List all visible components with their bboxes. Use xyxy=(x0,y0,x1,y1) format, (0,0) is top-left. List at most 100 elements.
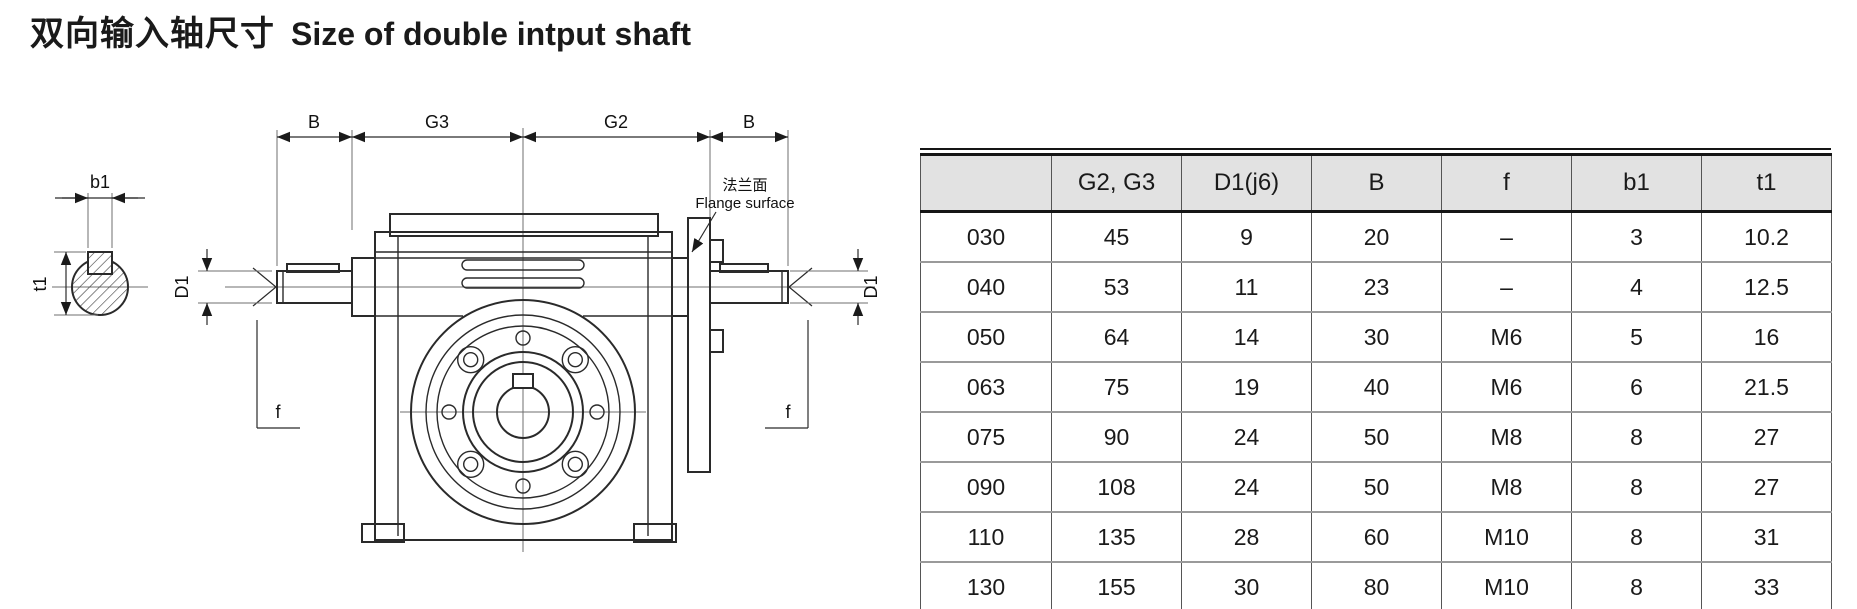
vent-slot xyxy=(461,277,585,289)
cell-t1: 12.5 xyxy=(1701,262,1832,313)
col-header-t1: t1 xyxy=(1701,154,1832,213)
cell-model: 090 xyxy=(920,462,1052,513)
cell-model: 030 xyxy=(920,211,1052,263)
table-row: 030 45 9 20 – 3 10.2 xyxy=(920,211,1832,263)
flange-note-en: Flange surface xyxy=(695,195,794,212)
cell-d1: 19 xyxy=(1181,362,1312,413)
dim-label-d1-left: D1 xyxy=(172,275,192,298)
cell-b: 23 xyxy=(1311,262,1442,313)
col-header-model xyxy=(920,154,1052,213)
dim-label-g3: G3 xyxy=(425,112,449,132)
cell-g2g3: 135 xyxy=(1051,512,1182,563)
bore-keyway xyxy=(512,373,534,389)
table-row: 040 53 11 23 – 4 12.5 xyxy=(920,262,1832,313)
cell-model: 040 xyxy=(920,262,1052,313)
flange-tab xyxy=(709,329,724,353)
dim-label-b-left: B xyxy=(308,112,320,132)
cell-t1: 21.5 xyxy=(1701,362,1832,413)
cell-model: 110 xyxy=(920,512,1052,563)
output-flange xyxy=(687,217,711,473)
cell-f: – xyxy=(1441,262,1572,313)
cell-f: M10 xyxy=(1441,512,1572,563)
gearbox-dimension-drawing: b1 t1 B G3 G2 B xyxy=(30,112,881,552)
cell-f: – xyxy=(1441,211,1572,263)
dim-label-f-left: f xyxy=(275,402,281,422)
cell-t1: 31 xyxy=(1701,512,1832,563)
cell-t1: 16 xyxy=(1701,312,1832,363)
cell-b1: 8 xyxy=(1571,412,1702,463)
cell-g2g3: 90 xyxy=(1051,412,1182,463)
table-row: 090 108 24 50 M8 8 27 xyxy=(920,462,1832,513)
housing-body xyxy=(374,231,673,541)
mounting-foot xyxy=(633,523,677,543)
mounting-foot xyxy=(361,523,405,543)
cell-g2g3: 45 xyxy=(1051,211,1182,263)
cell-f: M8 xyxy=(1441,462,1572,513)
cell-g2g3: 155 xyxy=(1051,562,1182,609)
dim-label-b1: b1 xyxy=(90,172,110,192)
cell-b: 50 xyxy=(1311,412,1442,463)
cell-b: 30 xyxy=(1311,312,1442,363)
col-header-f: f xyxy=(1441,154,1572,213)
col-header-d1: D1(j6) xyxy=(1181,154,1312,213)
cell-b1: 8 xyxy=(1571,512,1702,563)
table-row: 130 155 30 80 M10 8 33 xyxy=(920,562,1832,609)
col-header-g2g3: G2, G3 xyxy=(1051,154,1182,213)
cell-g2g3: 53 xyxy=(1051,262,1182,313)
cell-t1: 27 xyxy=(1701,412,1832,463)
table-row: 050 64 14 30 M6 5 16 xyxy=(920,312,1832,363)
cell-f: M6 xyxy=(1441,362,1572,413)
cell-b1: 6 xyxy=(1571,362,1702,413)
dim-label-t1: t1 xyxy=(30,276,50,291)
cell-g2g3: 75 xyxy=(1051,362,1182,413)
cell-b1: 8 xyxy=(1571,562,1702,609)
cell-d1: 14 xyxy=(1181,312,1312,363)
cell-f: M8 xyxy=(1441,412,1572,463)
flange-note-zh: 法兰面 xyxy=(722,177,767,194)
cell-b1: 4 xyxy=(1571,262,1702,313)
housing-top-cap xyxy=(389,213,659,237)
flange-face xyxy=(410,299,636,525)
cell-model: 063 xyxy=(920,362,1052,413)
flange-tab xyxy=(709,239,724,263)
dim-label-f-right: f xyxy=(785,402,791,422)
cell-b1: 3 xyxy=(1571,211,1702,263)
cell-d1: 9 xyxy=(1181,211,1312,263)
page-title-en: Size of double intput shaft xyxy=(291,16,691,52)
flange-surface-note: 法兰面 Flange surface xyxy=(691,177,795,253)
spec-table-wrap: G2, G3 D1(j6) B f b1 t1 030 45 9 20 – 3 … xyxy=(920,148,1832,609)
cell-b1: 5 xyxy=(1571,312,1702,363)
shaft-key-right xyxy=(719,263,769,273)
shaft-cross-section: b1 t1 xyxy=(30,172,148,316)
cell-f: M6 xyxy=(1441,312,1572,363)
table-row: 063 75 19 40 M6 6 21.5 xyxy=(920,362,1832,413)
cell-d1: 30 xyxy=(1181,562,1312,609)
page-title: 双向输入轴尺寸 Size of double intput shaft xyxy=(30,6,691,55)
dim-label-b-right: B xyxy=(743,112,755,132)
cell-t1: 10.2 xyxy=(1701,211,1832,263)
col-header-b1: b1 xyxy=(1571,154,1702,213)
cell-g2g3: 108 xyxy=(1051,462,1182,513)
table-row: 110 135 28 60 M10 8 31 xyxy=(920,512,1832,563)
cell-b: 80 xyxy=(1311,562,1442,609)
cell-f: M10 xyxy=(1441,562,1572,609)
cell-model: 050 xyxy=(920,312,1052,363)
cell-b: 20 xyxy=(1311,211,1442,263)
col-header-b: B xyxy=(1311,154,1442,213)
shaft-key-left xyxy=(286,263,340,273)
cell-t1: 27 xyxy=(1701,462,1832,513)
cell-t1: 33 xyxy=(1701,562,1832,609)
gearbox-front-view: B G3 G2 B xyxy=(172,112,881,552)
cell-d1: 11 xyxy=(1181,262,1312,313)
page-title-zh: 双向输入轴尺寸 xyxy=(30,15,275,53)
vent-slot xyxy=(461,259,585,271)
dim-label-d1-right: D1 xyxy=(861,275,881,298)
table-header-row: G2, G3 D1(j6) B f b1 t1 xyxy=(920,154,1832,213)
cell-g2g3: 64 xyxy=(1051,312,1182,363)
cell-d1: 28 xyxy=(1181,512,1312,563)
cell-b: 60 xyxy=(1311,512,1442,563)
cell-d1: 24 xyxy=(1181,462,1312,513)
table-row: 075 90 24 50 M8 8 27 xyxy=(920,412,1832,463)
spec-table: G2, G3 D1(j6) B f b1 t1 030 45 9 20 – 3 … xyxy=(920,153,1832,609)
